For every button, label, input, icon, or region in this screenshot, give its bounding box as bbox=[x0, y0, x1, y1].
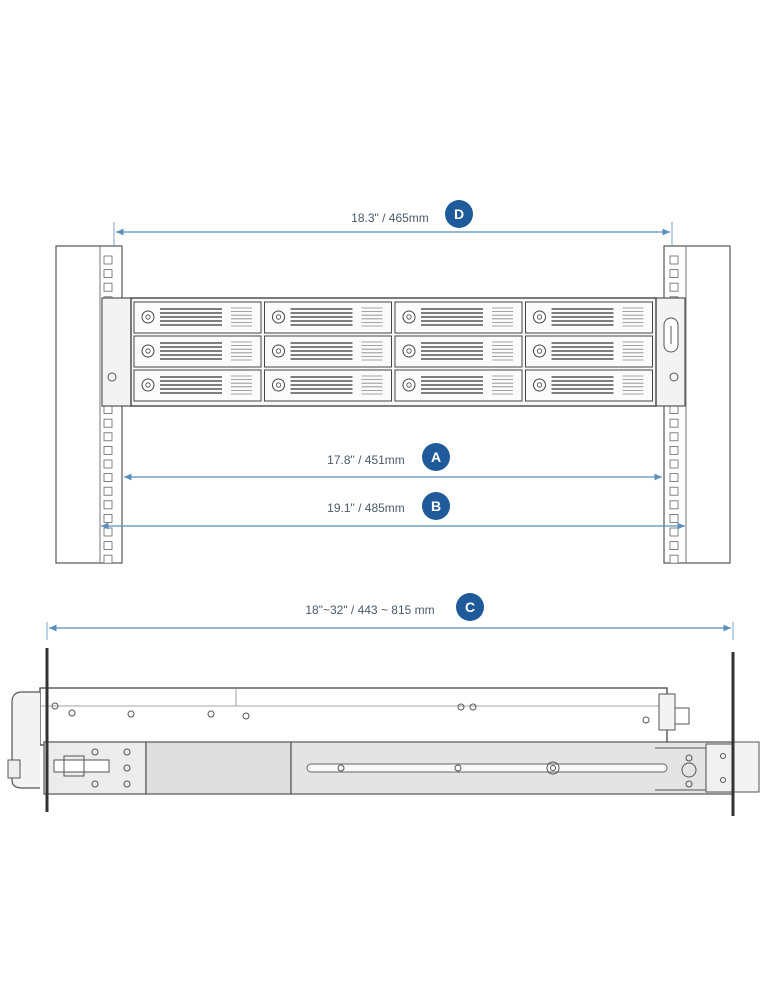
drive-bay bbox=[133, 369, 262, 402]
front-view: 18.3" / 465mm D 17.8" / 451mm A 19.1" / … bbox=[55, 200, 731, 564]
drive-bays bbox=[133, 301, 653, 402]
dimension-c-badge bbox=[456, 593, 484, 621]
rack-hole bbox=[103, 432, 113, 442]
dimension-c: 18"~32" / 443 ~ 815 mm C bbox=[46, 593, 734, 640]
dimension-b-label: 19.1" / 485mm bbox=[327, 501, 405, 515]
left-mounting-ear bbox=[101, 297, 133, 407]
drive-bay bbox=[133, 301, 262, 334]
rack-hole bbox=[103, 554, 113, 564]
drive-bay bbox=[525, 369, 653, 402]
rack-hole bbox=[669, 282, 679, 292]
rack-hole bbox=[103, 541, 113, 550]
dimension-b-badge-letter: B bbox=[431, 498, 441, 514]
drive-bay bbox=[394, 369, 523, 402]
nas-chassis-front bbox=[101, 297, 686, 407]
drive-bay bbox=[394, 335, 523, 368]
rack-hole bbox=[103, 445, 113, 455]
rack-hole bbox=[669, 459, 679, 469]
rack-hole bbox=[103, 500, 113, 510]
dimension-d-badge bbox=[445, 200, 473, 228]
drive-bay bbox=[133, 335, 262, 368]
slide-rail bbox=[43, 741, 760, 795]
dimension-c-badge-letter: C bbox=[465, 599, 475, 615]
rack-hole bbox=[103, 514, 113, 523]
dimension-a-badge bbox=[422, 443, 450, 471]
dimension-d-badge-letter: D bbox=[454, 206, 464, 222]
rack-hole bbox=[669, 554, 679, 564]
rack-hole bbox=[103, 473, 113, 483]
nas-chassis-side bbox=[7, 687, 690, 789]
rack-hole bbox=[103, 282, 113, 292]
rack-hole bbox=[103, 405, 113, 415]
right-ear-screw bbox=[669, 372, 679, 382]
drive-bay bbox=[525, 301, 653, 334]
dimension-a-label: 17.8" / 451mm bbox=[327, 453, 405, 467]
rack-hole bbox=[103, 418, 113, 428]
rack-hole bbox=[669, 514, 679, 523]
rack-hole bbox=[669, 269, 679, 279]
rack-hole bbox=[669, 445, 679, 455]
rack-hole bbox=[103, 269, 113, 279]
rack-hole bbox=[669, 418, 679, 428]
drive-bay bbox=[264, 335, 392, 368]
rack-hole bbox=[669, 405, 679, 415]
dimension-b-badge bbox=[422, 492, 450, 520]
rack-hole bbox=[669, 486, 679, 496]
drive-bay bbox=[264, 369, 392, 402]
rack-hole bbox=[103, 255, 113, 265]
left-ear-screw bbox=[107, 372, 117, 382]
rack-hole bbox=[669, 500, 679, 510]
side-view: 18"~32" / 443 ~ 815 mm C bbox=[7, 593, 760, 816]
rack-hole bbox=[669, 541, 679, 550]
drive-bay bbox=[264, 301, 392, 334]
dimension-a-badge-letter: A bbox=[431, 449, 441, 465]
drive-bay bbox=[394, 301, 523, 334]
rack-hole bbox=[669, 473, 679, 483]
dimension-a: 17.8" / 451mm A bbox=[124, 443, 662, 481]
dimension-d: 18.3" / 465mm D bbox=[113, 200, 673, 246]
dimension-c-label: 18"~32" / 443 ~ 815 mm bbox=[305, 603, 434, 617]
rack-hole bbox=[669, 527, 679, 537]
dimension-d-label: 18.3" / 465mm bbox=[351, 211, 429, 225]
dimension-b: 19.1" / 485mm B bbox=[101, 492, 685, 530]
rack-hole bbox=[669, 255, 679, 265]
rack-hole bbox=[669, 432, 679, 442]
rack-hole bbox=[103, 486, 113, 496]
drive-bay bbox=[525, 335, 653, 368]
rack-hole bbox=[103, 459, 113, 469]
rack-hole bbox=[103, 527, 113, 537]
